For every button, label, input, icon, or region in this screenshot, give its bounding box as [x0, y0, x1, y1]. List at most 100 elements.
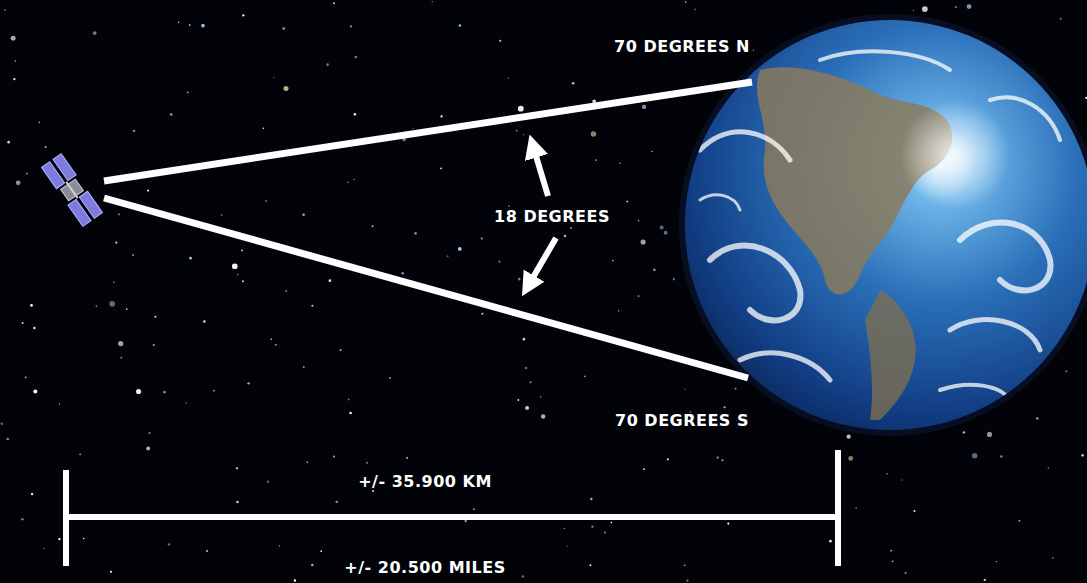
star — [522, 575, 525, 578]
star — [904, 572, 906, 574]
star — [518, 278, 521, 281]
star — [339, 349, 341, 351]
star — [120, 357, 122, 359]
star — [473, 508, 475, 510]
star — [22, 322, 24, 324]
star — [389, 377, 391, 379]
star — [641, 239, 646, 244]
star — [236, 467, 238, 469]
star — [1048, 467, 1050, 469]
star — [118, 213, 120, 215]
star — [595, 159, 597, 161]
star — [326, 63, 329, 66]
star — [348, 398, 350, 400]
star — [642, 105, 646, 109]
star — [146, 447, 150, 451]
distance-km-label: +/- 35.900 KM — [358, 473, 492, 491]
star — [306, 461, 308, 463]
star — [591, 525, 593, 527]
star — [329, 279, 332, 282]
star — [133, 130, 135, 132]
star — [236, 501, 239, 504]
star — [684, 564, 686, 566]
star — [58, 538, 60, 540]
star — [33, 389, 37, 393]
star — [653, 268, 656, 271]
star — [213, 390, 215, 392]
star — [913, 10, 914, 11]
star — [638, 220, 640, 222]
star — [664, 231, 668, 235]
star — [414, 232, 417, 235]
star — [996, 561, 997, 562]
star — [1081, 454, 1084, 457]
star — [38, 121, 40, 123]
south-latitude-label: 70 DEGREES S — [615, 412, 749, 430]
star — [13, 78, 15, 80]
star — [572, 82, 575, 85]
star — [517, 399, 519, 401]
star — [987, 432, 992, 437]
star — [1000, 455, 1003, 458]
star — [335, 501, 337, 503]
star — [412, 128, 413, 129]
star — [913, 510, 915, 512]
star — [311, 564, 314, 567]
star — [247, 382, 249, 384]
star — [402, 272, 404, 274]
star — [1065, 370, 1067, 372]
star — [972, 453, 977, 458]
star — [242, 14, 244, 16]
star — [232, 263, 238, 269]
star — [637, 295, 639, 297]
star — [604, 532, 606, 534]
view-line — [104, 82, 752, 181]
star — [115, 241, 117, 243]
star — [206, 550, 208, 552]
star — [118, 341, 123, 346]
star — [25, 377, 27, 379]
star — [721, 459, 723, 461]
star — [16, 180, 21, 185]
star — [270, 338, 272, 340]
star — [440, 115, 442, 117]
star — [447, 255, 449, 257]
star — [566, 546, 568, 548]
star — [241, 249, 243, 251]
star — [30, 304, 33, 307]
star — [660, 225, 664, 229]
star — [753, 50, 754, 51]
star — [589, 564, 591, 566]
star — [203, 320, 205, 322]
star — [643, 468, 645, 470]
star — [564, 528, 565, 529]
star — [626, 201, 628, 203]
star — [694, 9, 696, 11]
star — [187, 91, 189, 93]
star — [955, 6, 957, 8]
angle-arrow — [528, 238, 556, 286]
star — [612, 260, 614, 262]
star — [481, 313, 483, 315]
star — [684, 389, 685, 390]
star — [1018, 520, 1020, 522]
star — [303, 366, 305, 368]
star — [44, 548, 45, 549]
star — [178, 22, 179, 23]
star — [168, 543, 170, 545]
star — [132, 254, 134, 256]
star — [529, 381, 531, 383]
star — [185, 402, 186, 403]
star — [21, 518, 23, 520]
star — [727, 523, 729, 525]
star — [540, 396, 541, 397]
star — [294, 579, 296, 581]
star — [93, 31, 97, 35]
star — [406, 457, 408, 459]
star — [275, 344, 277, 346]
star — [279, 545, 281, 547]
star — [525, 367, 528, 370]
star — [45, 146, 47, 148]
star — [366, 462, 368, 464]
star — [440, 167, 442, 169]
